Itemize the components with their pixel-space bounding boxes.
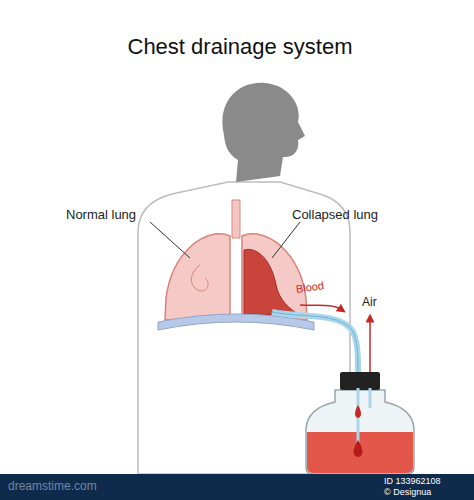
drain-tube — [272, 312, 358, 372]
credit: © Designua — [384, 487, 431, 497]
collapsed-lung — [242, 234, 307, 320]
flow-label: Air — [362, 296, 377, 310]
diagram-title: Chest drainage system — [3, 34, 474, 59]
trachea — [232, 200, 240, 238]
flow-label: Blood — [295, 279, 325, 295]
collection-bottle — [306, 390, 414, 474]
air-arrow — [369, 318, 371, 372]
leader-line — [150, 222, 190, 258]
normal-lung — [165, 234, 230, 320]
watermark: dreamstime.com — [8, 480, 97, 494]
part-label: Normal lung — [66, 208, 136, 223]
lung-detail — [191, 265, 208, 291]
blood-drop — [354, 440, 363, 457]
footer-bar — [0, 474, 474, 500]
image-id: ID 133962108 — [384, 476, 441, 486]
head-silhouette — [222, 83, 305, 182]
blood-arrow — [300, 305, 342, 310]
vent-tube — [369, 388, 372, 408]
part-label: Collapsed lung — [292, 208, 378, 223]
collected-blood — [307, 432, 413, 473]
blood-drop — [355, 405, 361, 418]
bottle-cap — [340, 372, 380, 390]
collapsed-lung-tissue — [244, 249, 300, 315]
drain-tube-edge — [272, 312, 358, 372]
leader-line — [272, 222, 300, 258]
